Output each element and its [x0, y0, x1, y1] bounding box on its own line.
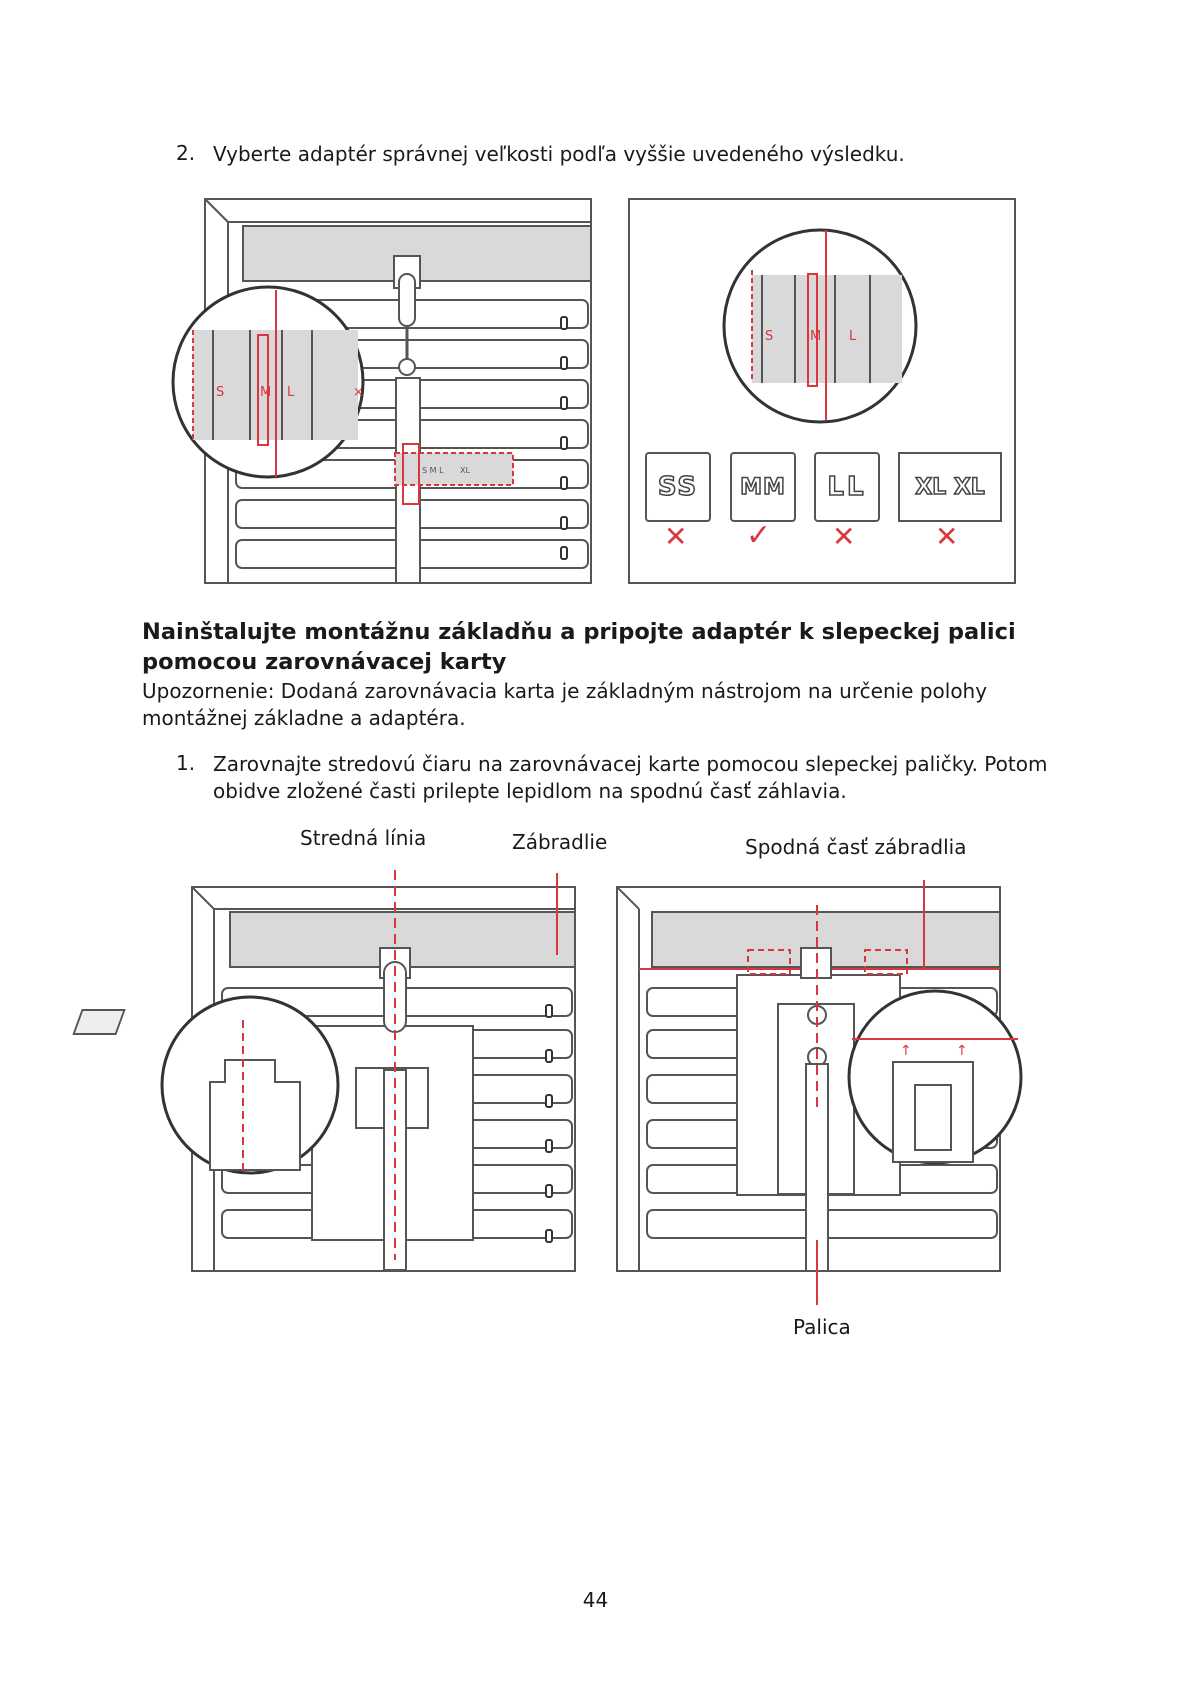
section-note: Upozornenie: Dodaná zarovnávacia karta j…: [142, 679, 988, 730]
page-number: 44: [582, 1588, 609, 1612]
step-2-text: Vyberte adaptér správnej veľkosti podľa …: [213, 142, 905, 166]
svg-text:S M L: S M L: [422, 466, 444, 475]
cross-icon: ✕: [832, 520, 856, 553]
label-rail-bottom: Spodná časť zábradlia: [745, 835, 967, 859]
svg-text:↑: ↑: [900, 1043, 912, 1059]
cross-icon: ✕: [935, 520, 959, 553]
step-1-number: 1.: [176, 751, 196, 775]
svg-text:S: S: [216, 385, 224, 400]
svg-text:M: M: [810, 329, 821, 344]
cross-icon: ✕: [664, 520, 688, 553]
label-center-line: Stredná línia: [300, 826, 427, 850]
step-2-number: 2.: [176, 141, 196, 165]
step-1-text: Zarovnajte stredovú čiaru na zarovnávace…: [213, 752, 1048, 803]
svg-text:L: L: [287, 385, 295, 400]
label-wand: Palica: [793, 1315, 851, 1339]
svg-text:XL: XL: [460, 466, 470, 475]
svg-text:L: L: [849, 329, 857, 344]
check-icon: ✓: [746, 518, 772, 553]
svg-text:×: ×: [353, 385, 364, 400]
size-card-m: MM: [730, 452, 796, 522]
size-card-xl: XL XL: [898, 452, 1002, 522]
label-rail: Zábradlie: [512, 830, 608, 854]
size-card-s: SS: [645, 452, 711, 522]
size-card-l: LL: [814, 452, 880, 522]
section-heading: Nainštalujte montážnu základňu a pripojt…: [142, 619, 1016, 675]
svg-text:S: S: [765, 329, 773, 344]
svg-text:↑: ↑: [956, 1043, 968, 1059]
svg-text:M: M: [260, 385, 271, 400]
